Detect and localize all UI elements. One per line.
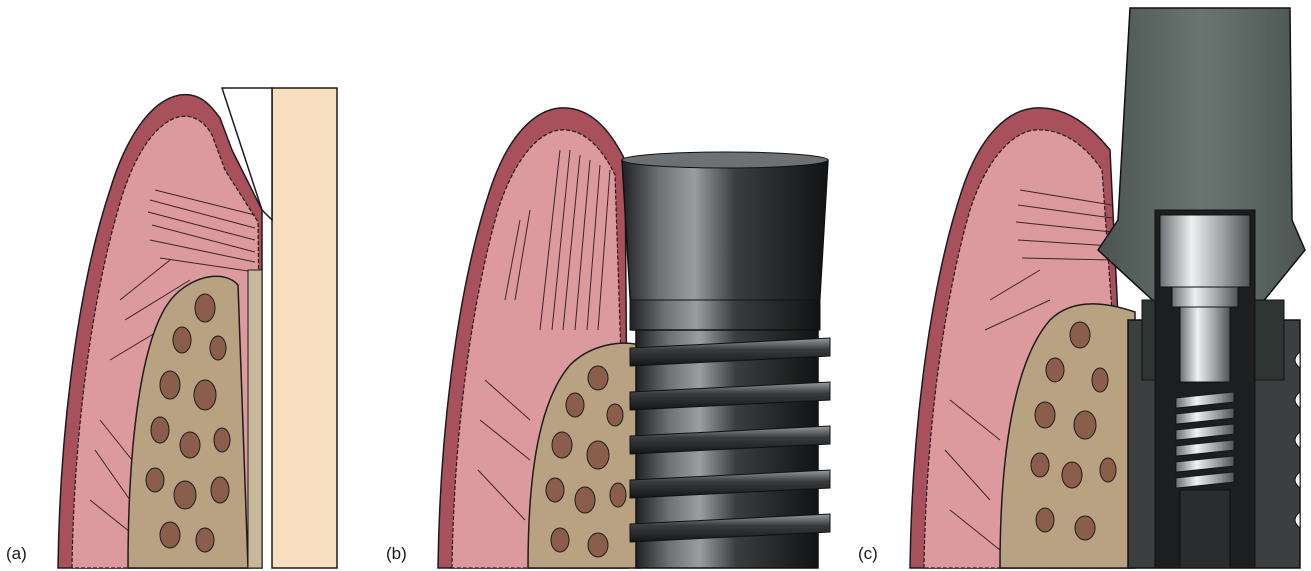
screw-neck [1172, 287, 1238, 307]
screw-shaft [1180, 307, 1230, 382]
implant-top [622, 152, 828, 168]
panel-label-c: (c) [858, 544, 878, 564]
tooth-root [272, 88, 337, 568]
panel-a-natural-tooth [58, 88, 337, 568]
screw-tip [1180, 490, 1230, 568]
panel-c-implant-abutment [910, 8, 1305, 568]
panel-b-implant [438, 108, 830, 568]
implant-ring [630, 300, 820, 330]
screw-head [1160, 215, 1250, 287]
panel-label-a: (a) [6, 544, 27, 564]
periodontal-ligament [248, 270, 262, 568]
panel-label-b: (b) [386, 544, 407, 564]
